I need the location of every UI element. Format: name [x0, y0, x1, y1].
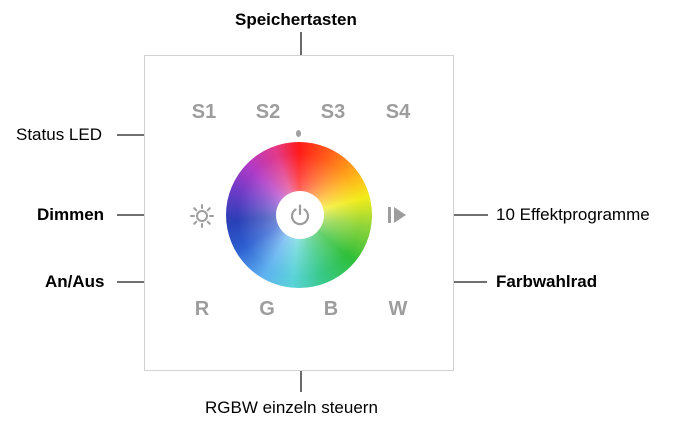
play-icon[interactable]	[386, 204, 408, 226]
led-dot-icon	[296, 130, 301, 137]
label-color-wheel: Farbwahlrad	[496, 272, 598, 291]
memory-button-s2[interactable]: S2	[255, 101, 281, 123]
memory-button-s1[interactable]: S1	[191, 101, 217, 123]
channel-button-w[interactable]: W	[388, 298, 408, 320]
label-effects: 10 Effektprogramme	[496, 205, 650, 224]
sun-icon[interactable]	[189, 203, 215, 229]
label-dimmen: Dimmen	[37, 205, 105, 224]
memory-button-s4[interactable]: S4	[385, 101, 411, 123]
power-button[interactable]	[276, 191, 324, 239]
channel-button-g[interactable]: G	[259, 298, 275, 320]
memory-button-s3[interactable]: S3	[320, 101, 346, 123]
label-status-led: Status LED	[16, 125, 102, 144]
label-on-off: An/Aus	[45, 272, 105, 291]
channel-button-r[interactable]: R	[194, 298, 210, 320]
channel-button-b[interactable]: B	[323, 298, 339, 320]
title-speichertasten: Speichertasten	[235, 10, 357, 29]
power-icon	[290, 204, 310, 226]
label-rgbw: RGBW einzeln steuern	[205, 398, 378, 417]
